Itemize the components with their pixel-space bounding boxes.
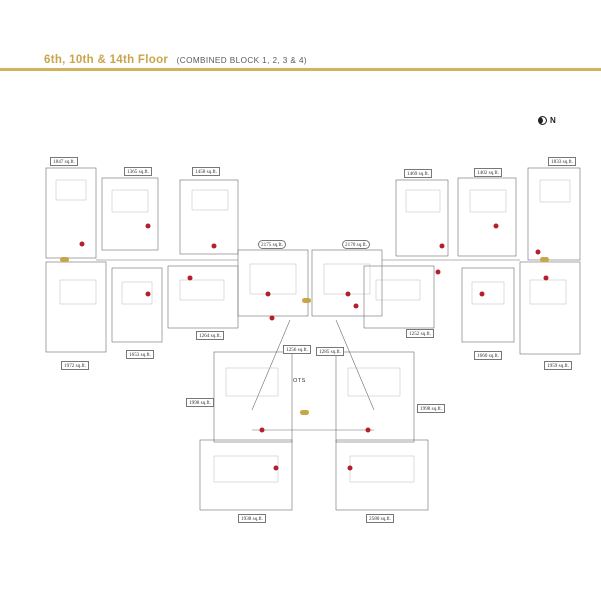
area-label: 1365 sq.ft. bbox=[124, 167, 153, 176]
block-badge bbox=[300, 410, 309, 415]
area-label: 1256 sq.ft. bbox=[283, 345, 312, 354]
plan-unit-1653 bbox=[111, 267, 163, 343]
unit-marker bbox=[479, 291, 485, 297]
area-label: 1972 sq.ft. bbox=[61, 361, 90, 370]
north-label: N bbox=[550, 116, 556, 125]
area-label: 1938 sq.ft. bbox=[238, 514, 267, 523]
ots-label: OTS bbox=[293, 378, 306, 384]
area-label: 1402 sq.ft. bbox=[474, 168, 503, 177]
plan-unit-1458 bbox=[179, 179, 239, 255]
unit-marker bbox=[435, 269, 441, 275]
unit-marker bbox=[535, 249, 541, 255]
block-badge bbox=[302, 298, 311, 303]
plan-unit-1660 bbox=[461, 267, 515, 343]
plan-unit-2175 bbox=[237, 249, 309, 317]
area-label: 2580 sq.ft. bbox=[366, 514, 395, 523]
unit-marker bbox=[269, 315, 275, 321]
header-divider bbox=[0, 68, 601, 71]
unit-marker bbox=[265, 291, 271, 297]
plan-unit-1972 bbox=[45, 261, 107, 353]
area-label: 1458 sq.ft. bbox=[192, 167, 221, 176]
plan-unit-1847 bbox=[45, 167, 97, 259]
unit-marker bbox=[347, 465, 353, 471]
unit-marker bbox=[543, 275, 549, 281]
area-label: 1653 sq.ft. bbox=[126, 350, 155, 359]
area-label: 1847 sq.ft. bbox=[50, 157, 79, 166]
unit-marker bbox=[145, 223, 151, 229]
plan-unit-2580 bbox=[335, 439, 429, 511]
area-label: 1660 sq.ft. bbox=[474, 351, 503, 360]
plan-unit-1998-right bbox=[335, 351, 415, 443]
north-indicator: N bbox=[538, 116, 556, 125]
unit-marker bbox=[259, 427, 265, 433]
plan-unit-1264 bbox=[167, 265, 239, 329]
plan-unit-1469 bbox=[395, 179, 449, 257]
block-badge bbox=[540, 257, 549, 262]
unit-marker bbox=[345, 291, 351, 297]
plan-unit-1402 bbox=[457, 177, 517, 257]
area-label: 1998 sq.ft. bbox=[186, 398, 215, 407]
area-label: 1252 sq.ft. bbox=[406, 329, 435, 338]
compass-icon bbox=[538, 116, 547, 125]
plan-unit-1833 bbox=[527, 167, 581, 261]
page-title: 6th, 10th & 14th Floor bbox=[44, 54, 169, 66]
area-label: 1264 sq.ft. bbox=[196, 331, 225, 340]
plan-unit-2170 bbox=[311, 249, 383, 317]
area-label: 1285 sq.ft. bbox=[316, 347, 345, 356]
unit-marker bbox=[439, 243, 445, 249]
unit-marker bbox=[353, 303, 359, 309]
area-label: 2170 sq.ft. bbox=[342, 240, 371, 249]
area-label: 1469 sq.ft. bbox=[404, 169, 433, 178]
plan-unit-1998-left bbox=[213, 351, 293, 443]
unit-marker bbox=[365, 427, 371, 433]
area-label: 2175 sq.ft. bbox=[258, 240, 287, 249]
plan-unit-1365 bbox=[101, 177, 159, 251]
unit-marker bbox=[273, 465, 279, 471]
area-label: 1998 sq.ft. bbox=[417, 404, 446, 413]
block-badge bbox=[60, 257, 69, 262]
area-label: 1959 sq.ft. bbox=[544, 361, 573, 370]
plan-unit-1252 bbox=[363, 265, 435, 329]
unit-marker bbox=[145, 291, 151, 297]
plan-unit-1959 bbox=[519, 261, 581, 355]
area-label: 1833 sq.ft. bbox=[548, 157, 577, 166]
unit-marker bbox=[211, 243, 217, 249]
page-header: 6th, 10th & 14th Floor (COMBINED BLOCK 1… bbox=[44, 50, 307, 68]
unit-marker bbox=[79, 241, 85, 247]
unit-marker bbox=[187, 275, 193, 281]
unit-marker bbox=[493, 223, 499, 229]
plan-unit-1938 bbox=[199, 439, 293, 511]
page-subtitle: (COMBINED BLOCK 1, 2, 3 & 4) bbox=[176, 56, 308, 65]
